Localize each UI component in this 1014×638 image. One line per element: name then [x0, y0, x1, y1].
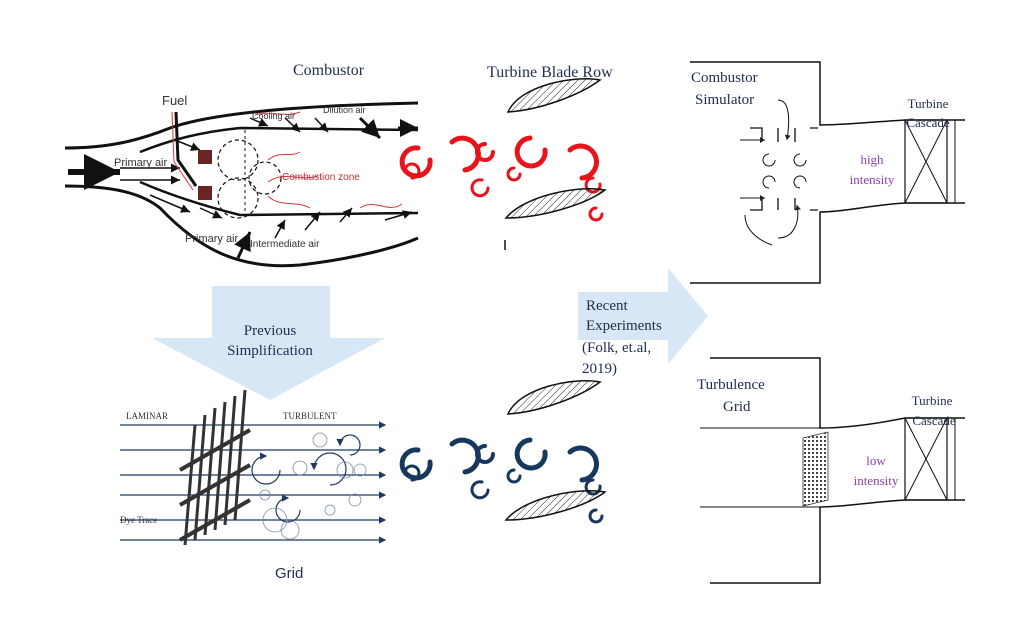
fuel-injector-upper [198, 150, 212, 164]
high-intensity-line-2: intensity [850, 172, 895, 187]
combustion-zone-label: Combustion zone [282, 172, 360, 183]
turbine-blade-row-title: Turbine Blade Row [487, 64, 613, 81]
fuel-injector-lower [198, 186, 212, 200]
simplification-line-2: Simplification [227, 343, 313, 359]
primary-air-bottom-label: Primary air [185, 233, 239, 245]
cooling-air-label: Cooling air [252, 111, 295, 121]
fuel-label: Fuel [162, 93, 187, 108]
turbulent-label: TURBULENT [283, 411, 337, 421]
bottom-cascade-line-2: Cascade [912, 413, 956, 428]
high-intensity-line-1: high [860, 152, 884, 167]
recent-line-4: 2019) [582, 361, 617, 377]
combustor-drawing [64, 101, 419, 268]
recent-line-2: Experiments [586, 318, 662, 334]
low-intensity-line-2: intensity [854, 473, 899, 488]
dilution-air-label: Dilution air [323, 105, 366, 115]
turb-grid-line-1: Turbulence [697, 377, 765, 393]
simulator-line-2: Simulator [695, 92, 754, 108]
primary-air-top-label: Primary air [114, 157, 168, 169]
grid-caption: Grid [275, 565, 303, 582]
simulator-line-1: Combustor [691, 70, 758, 86]
grid-drawing [120, 421, 387, 544]
red-eddies [399, 135, 604, 222]
simulator-schematic [690, 61, 965, 284]
turbine-blades-top [504, 78, 607, 250]
dye-trace-label: Dye Trace [120, 515, 157, 525]
recent-line-3: (Folk, et.al, [582, 340, 651, 356]
top-cascade-line-1: Turbine [908, 96, 949, 111]
grid-bars [179, 389, 251, 546]
grid-mesh [802, 431, 829, 507]
simplification-arrow [152, 286, 385, 400]
top-cascade-line-2: Cascade [906, 115, 950, 130]
turbulence-bubbles [259, 432, 367, 540]
low-intensity-line-1: low [866, 453, 886, 468]
simplification-line-1: Previous [244, 323, 297, 339]
recent-line-1: Recent [586, 298, 628, 314]
turb-grid-line-2: Grid [723, 399, 751, 415]
recent-experiments-arrow [578, 268, 708, 364]
bottom-cascade-line-1: Turbine [912, 393, 953, 408]
turbine-blades-bottom [504, 380, 607, 521]
combustor-title: Combustor [293, 62, 365, 79]
navy-eddies [399, 437, 604, 524]
intermediate-air-label: Intermediate air [250, 239, 320, 250]
turbulence-grid-schematic [700, 357, 965, 584]
laminar-label: LAMINAR [126, 411, 168, 421]
